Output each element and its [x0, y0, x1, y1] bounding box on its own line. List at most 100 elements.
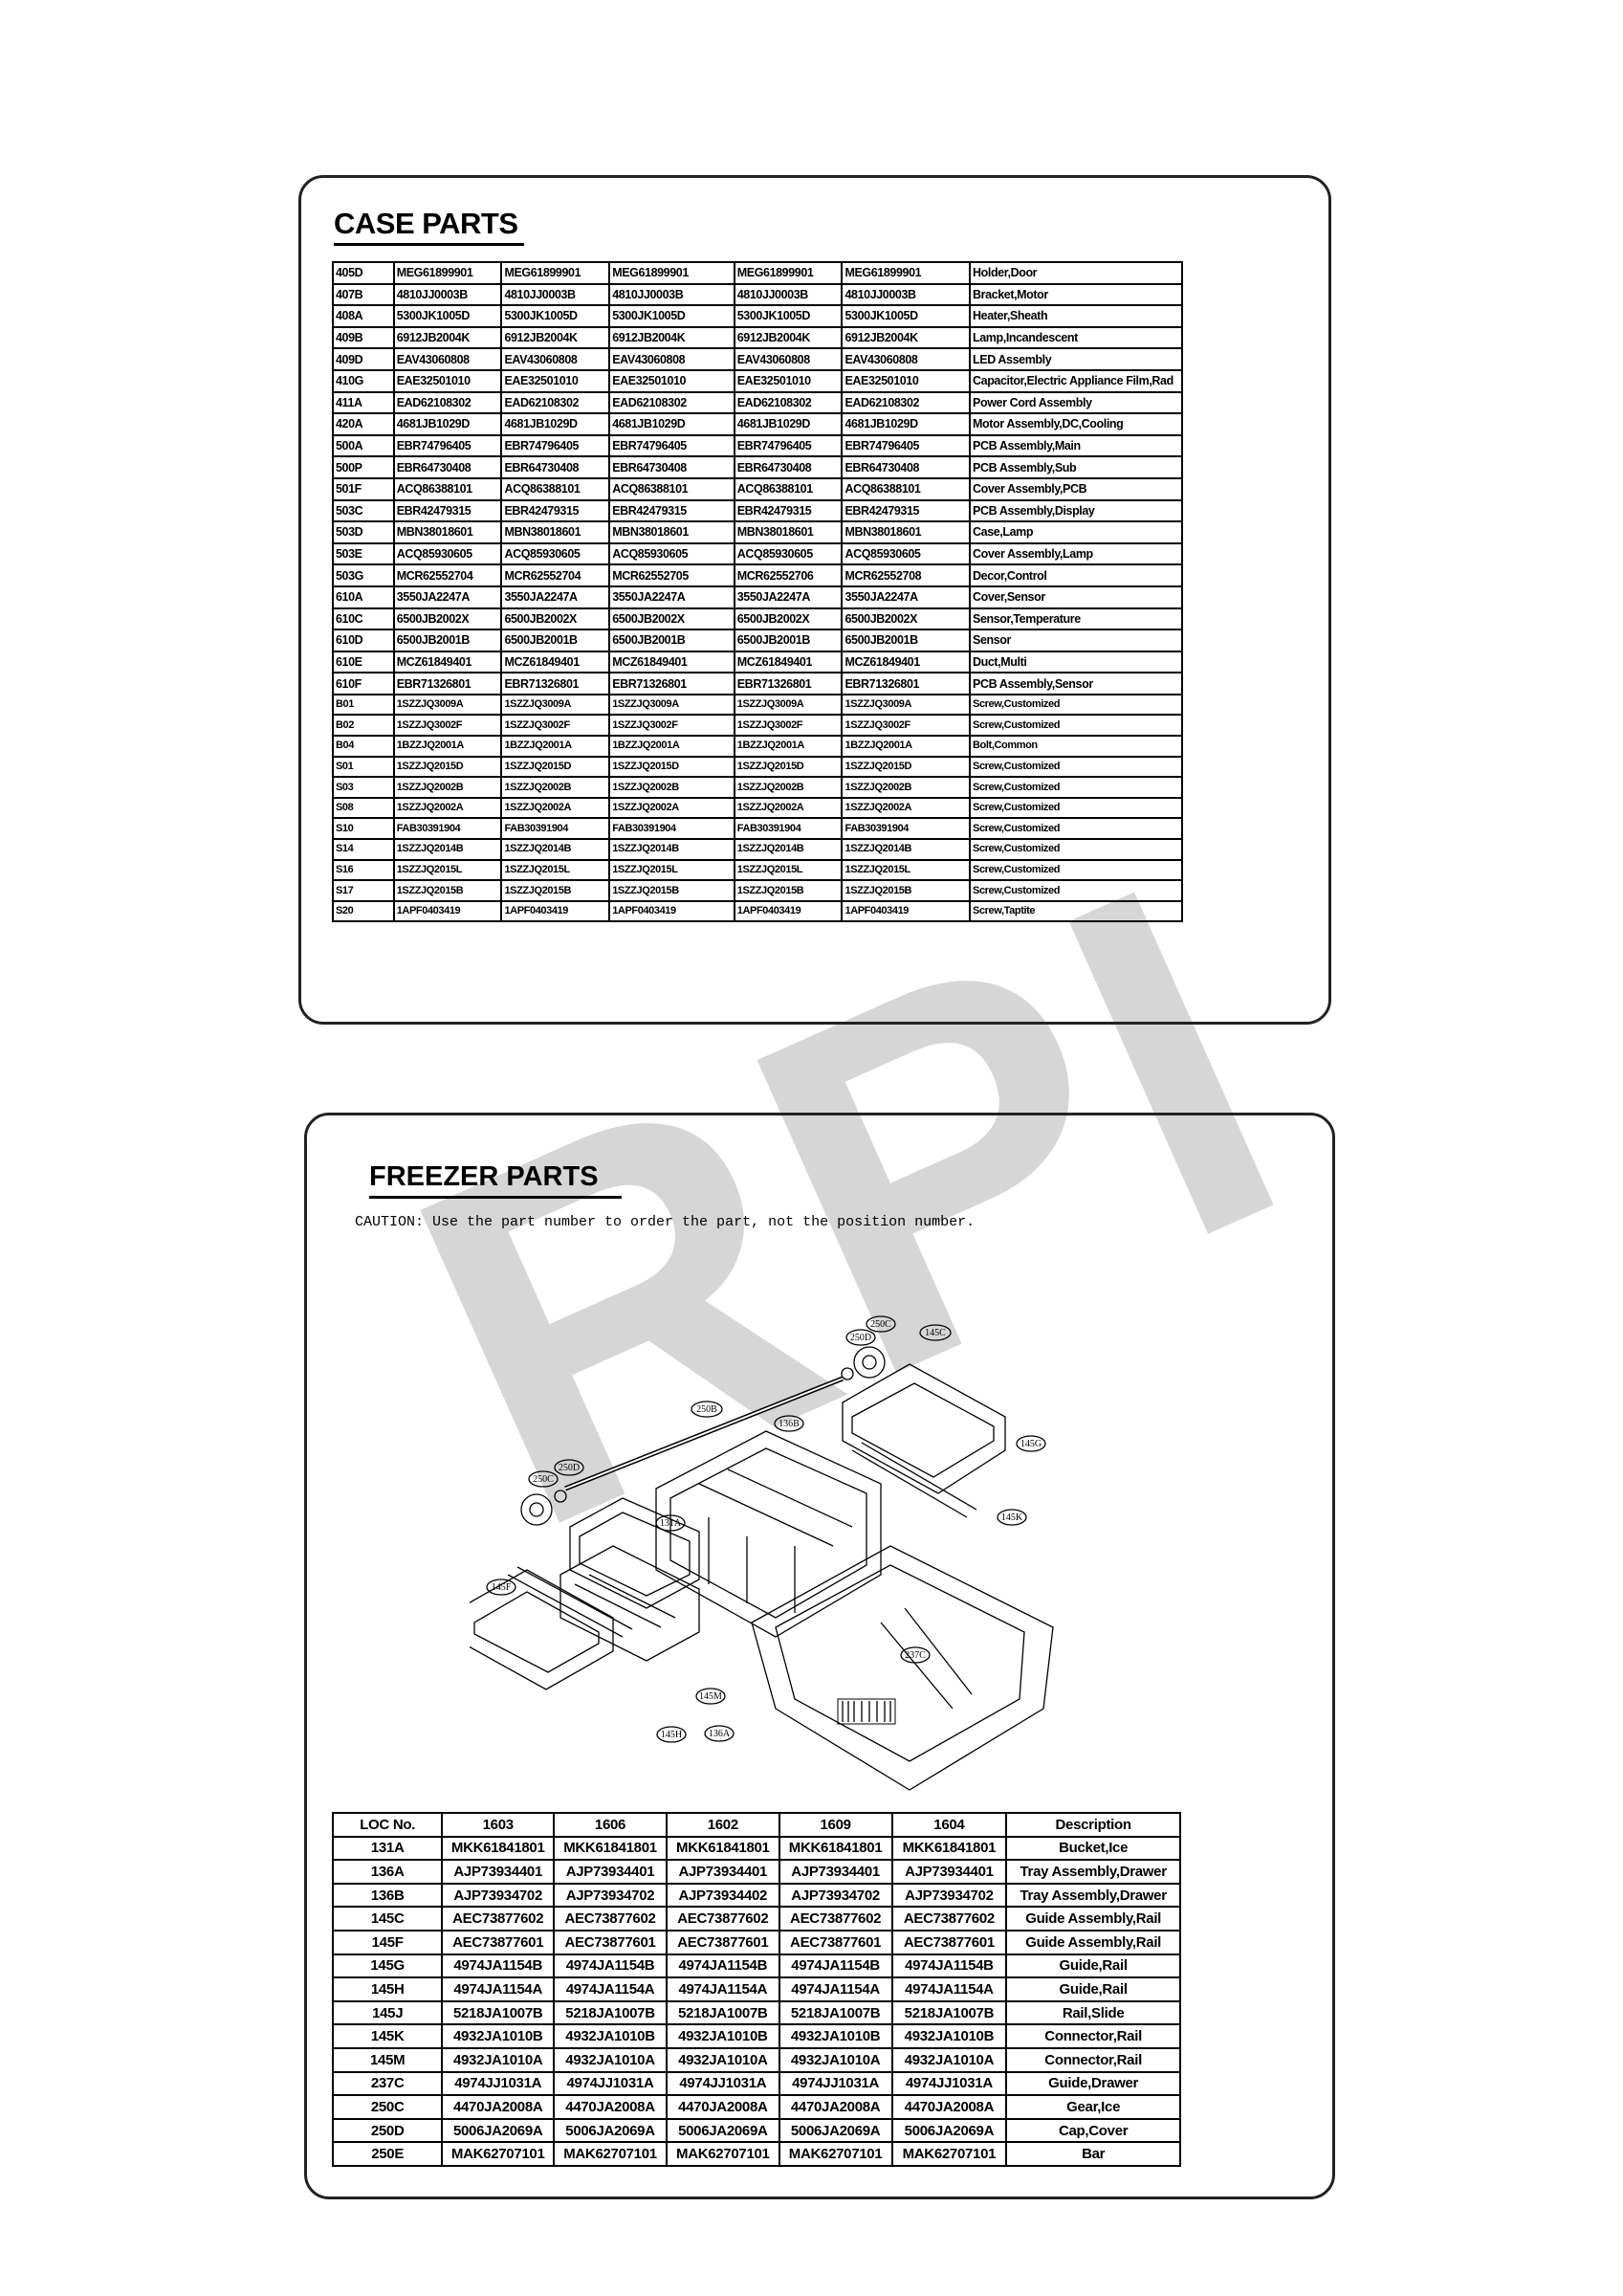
table-cell: 1SZZJQ2015D: [392, 755, 503, 779]
table-cell: AEC73877601: [778, 1929, 893, 1955]
table-cell: ACQ86388101: [392, 476, 503, 501]
table-cell: MEG61899901: [841, 261, 972, 285]
table-cell: MBN38018601: [392, 520, 503, 544]
table-cell: 5300JK1005D: [392, 304, 503, 328]
table-cell: Guide,Rail: [1005, 1953, 1181, 1979]
column-header: 1604: [890, 1812, 1008, 1838]
table-cell: AJP73934702: [778, 1882, 893, 1909]
table-cell: 1SZZJQ2002A: [733, 796, 844, 820]
table-cell: 4974JA1154A: [890, 1976, 1008, 2002]
table-cell: 1SZZJQ2015D: [608, 755, 735, 779]
table-cell: AEC73877602: [441, 1906, 556, 1932]
table-cell: 5300JK1005D: [608, 304, 735, 328]
table-cell: EAV43060808: [733, 347, 844, 371]
table-cell: 145C: [331, 1906, 444, 1932]
freezer-parts-panel: FREEZER PARTS CAUTION: Use the part numb…: [304, 1113, 1335, 2199]
table-cell: MEG61899901: [500, 261, 611, 285]
callout-145c: 145C: [925, 1328, 946, 1338]
table-cell: EBR74796405: [841, 433, 972, 458]
table-cell: EBR74796405: [500, 433, 611, 458]
table-cell: 610F: [332, 672, 395, 695]
table-cell: 5218JA1007B: [778, 1999, 893, 2026]
table-cell: MKK61841801: [890, 1835, 1008, 1862]
table-cell: MCR62552704: [500, 563, 611, 587]
table-cell: 1SZZJQ2015B: [392, 879, 503, 902]
table-cell: PCB Assembly,Display: [969, 498, 1183, 523]
table-cell: AEC73877601: [553, 1929, 668, 1955]
table-cell: 1SZZJQ2015D: [841, 755, 972, 779]
table-cell: Screw,Customized: [969, 755, 1183, 779]
table-cell: 4681JB1029D: [841, 412, 972, 436]
table-cell: 1SZZJQ2002B: [608, 776, 735, 799]
table-cell: AJP73934401: [441, 1859, 556, 1885]
table-cell: 1SZZJQ3002F: [733, 714, 844, 738]
table-cell: Lamp,Incandescent: [969, 325, 1183, 350]
table-cell: 1SZZJQ2002B: [392, 776, 503, 799]
table-cell: 6912JB2004K: [392, 325, 503, 350]
table-cell: Sensor: [969, 629, 1183, 652]
table-cell: Screw,Customized: [969, 796, 1183, 820]
table-cell: Rail,Slide: [1005, 1999, 1181, 2026]
table-cell: FAB30391904: [608, 817, 735, 841]
table-cell: Screw,Customized: [969, 776, 1183, 799]
table-cell: 145K: [331, 2023, 444, 2049]
table-cell: 5006JA2069A: [890, 2117, 1008, 2144]
table-cell: AEC73877602: [665, 1906, 780, 1932]
table-cell: 145H: [331, 1976, 444, 2002]
table-cell: S03: [332, 776, 395, 799]
table-cell: EBR74796405: [392, 433, 503, 458]
callout-145f: 145F: [492, 1582, 512, 1593]
table-cell: 1SZZJQ2015L: [733, 858, 844, 882]
table-cell: 1SZZJQ2002B: [841, 776, 972, 799]
table-cell: 145F: [331, 1929, 444, 1955]
table-cell: 145G: [331, 1953, 444, 1979]
table-cell: AEC73877602: [890, 1906, 1008, 1932]
table-cell: 4932JA1010B: [665, 2023, 780, 2049]
table-cell: AJP73934401: [665, 1859, 780, 1885]
table-cell: 250D: [331, 2117, 444, 2144]
table-cell: 409B: [332, 325, 395, 350]
table-cell: Motor Assembly,DC,Cooling: [969, 412, 1183, 436]
table-cell: 4932JA1010A: [553, 2046, 668, 2073]
table-cell: Cover Assembly,Lamp: [969, 541, 1183, 566]
table-cell: Cap,Cover: [1005, 2117, 1181, 2144]
table-cell: 1SZZJQ2014B: [500, 838, 611, 861]
table-cell: MAK62707101: [890, 2141, 1008, 2167]
table-cell: 5006JA2069A: [665, 2117, 780, 2144]
table-cell: MKK61841801: [441, 1835, 556, 1862]
table-cell: ACQ86388101: [608, 476, 735, 501]
table-cell: S10: [332, 817, 395, 841]
table-cell: 131A: [331, 1835, 444, 1862]
table-cell: 3550JA2247A: [608, 585, 735, 609]
table-cell: PCB Assembly,Main: [969, 433, 1183, 458]
table-cell: 4974JJ1031A: [441, 2070, 556, 2097]
callout-131a: 131A: [660, 1518, 682, 1529]
table-cell: 3550JA2247A: [392, 585, 503, 609]
table-cell: AJP73934702: [890, 1882, 1008, 1909]
table-cell: MAK62707101: [441, 2141, 556, 2167]
table-cell: 4932JA1010B: [441, 2023, 556, 2049]
table-cell: 4932JA1010A: [665, 2046, 780, 2073]
table-cell: Guide Assembly,Rail: [1005, 1906, 1181, 1932]
table-cell: 500A: [332, 433, 395, 458]
table-cell: 1SZZJQ2002A: [392, 796, 503, 820]
table-cell: 420A: [332, 412, 395, 436]
table-cell: ACQ86388101: [733, 476, 844, 501]
table-cell: 1APF0403419: [608, 899, 735, 923]
table-cell: 4932JA1010A: [890, 2046, 1008, 2073]
table-cell: EAV43060808: [841, 347, 972, 371]
table-cell: MEG61899901: [608, 261, 735, 285]
gear-right: [841, 1346, 886, 1380]
